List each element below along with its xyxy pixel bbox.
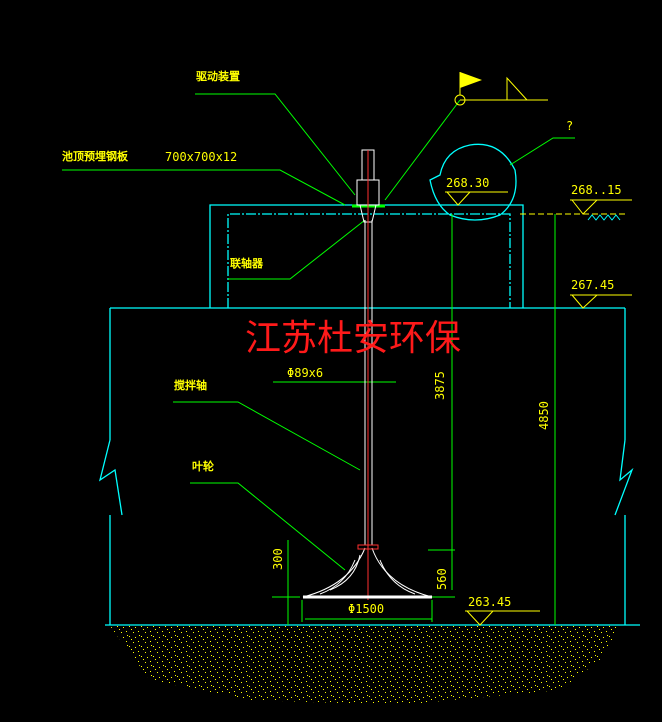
triangle-symbol — [506, 76, 528, 101]
dim-shaft-length: 3875 — [433, 371, 447, 400]
label-question: ? — [566, 119, 573, 133]
elev-pool-top: 267.45 — [571, 278, 614, 292]
leader-lines — [62, 93, 575, 625]
dim-bottom-clear: 300 — [271, 548, 285, 570]
dim-impeller-height: 560 — [435, 568, 449, 590]
mixer-shaft — [302, 149, 433, 598]
dim-shaft-dia: Φ89x6 — [287, 366, 323, 380]
hub — [357, 544, 379, 550]
dim-total-depth: 4850 — [537, 401, 551, 430]
label-impeller: 叶轮 — [192, 459, 214, 473]
detail-cloud — [429, 143, 517, 221]
water-hatch — [587, 214, 621, 221]
dim-impeller-dia: Φ1500 — [348, 602, 384, 616]
watermark: 江苏杜安环保 — [245, 318, 461, 359]
elev-top: 268.30 — [446, 176, 489, 190]
label-plate-size: 700x700x12 — [165, 150, 237, 164]
label-drive-unit: 驱动装置 — [196, 69, 240, 83]
elevation-markers — [445, 72, 632, 626]
break-symbol-left — [98, 439, 123, 516]
label-coupling: 联轴器 — [230, 256, 264, 270]
label-shaft: 搅拌轴 — [174, 378, 207, 392]
soil-hatch — [110, 626, 620, 705]
elev-water: 268..15 — [571, 183, 622, 197]
label-embedded-plate: 池顶预埋钢板 — [62, 149, 129, 163]
elev-bottom: 263.45 — [468, 595, 511, 609]
flag-icon — [460, 72, 482, 88]
break-symbol-right — [614, 439, 634, 516]
